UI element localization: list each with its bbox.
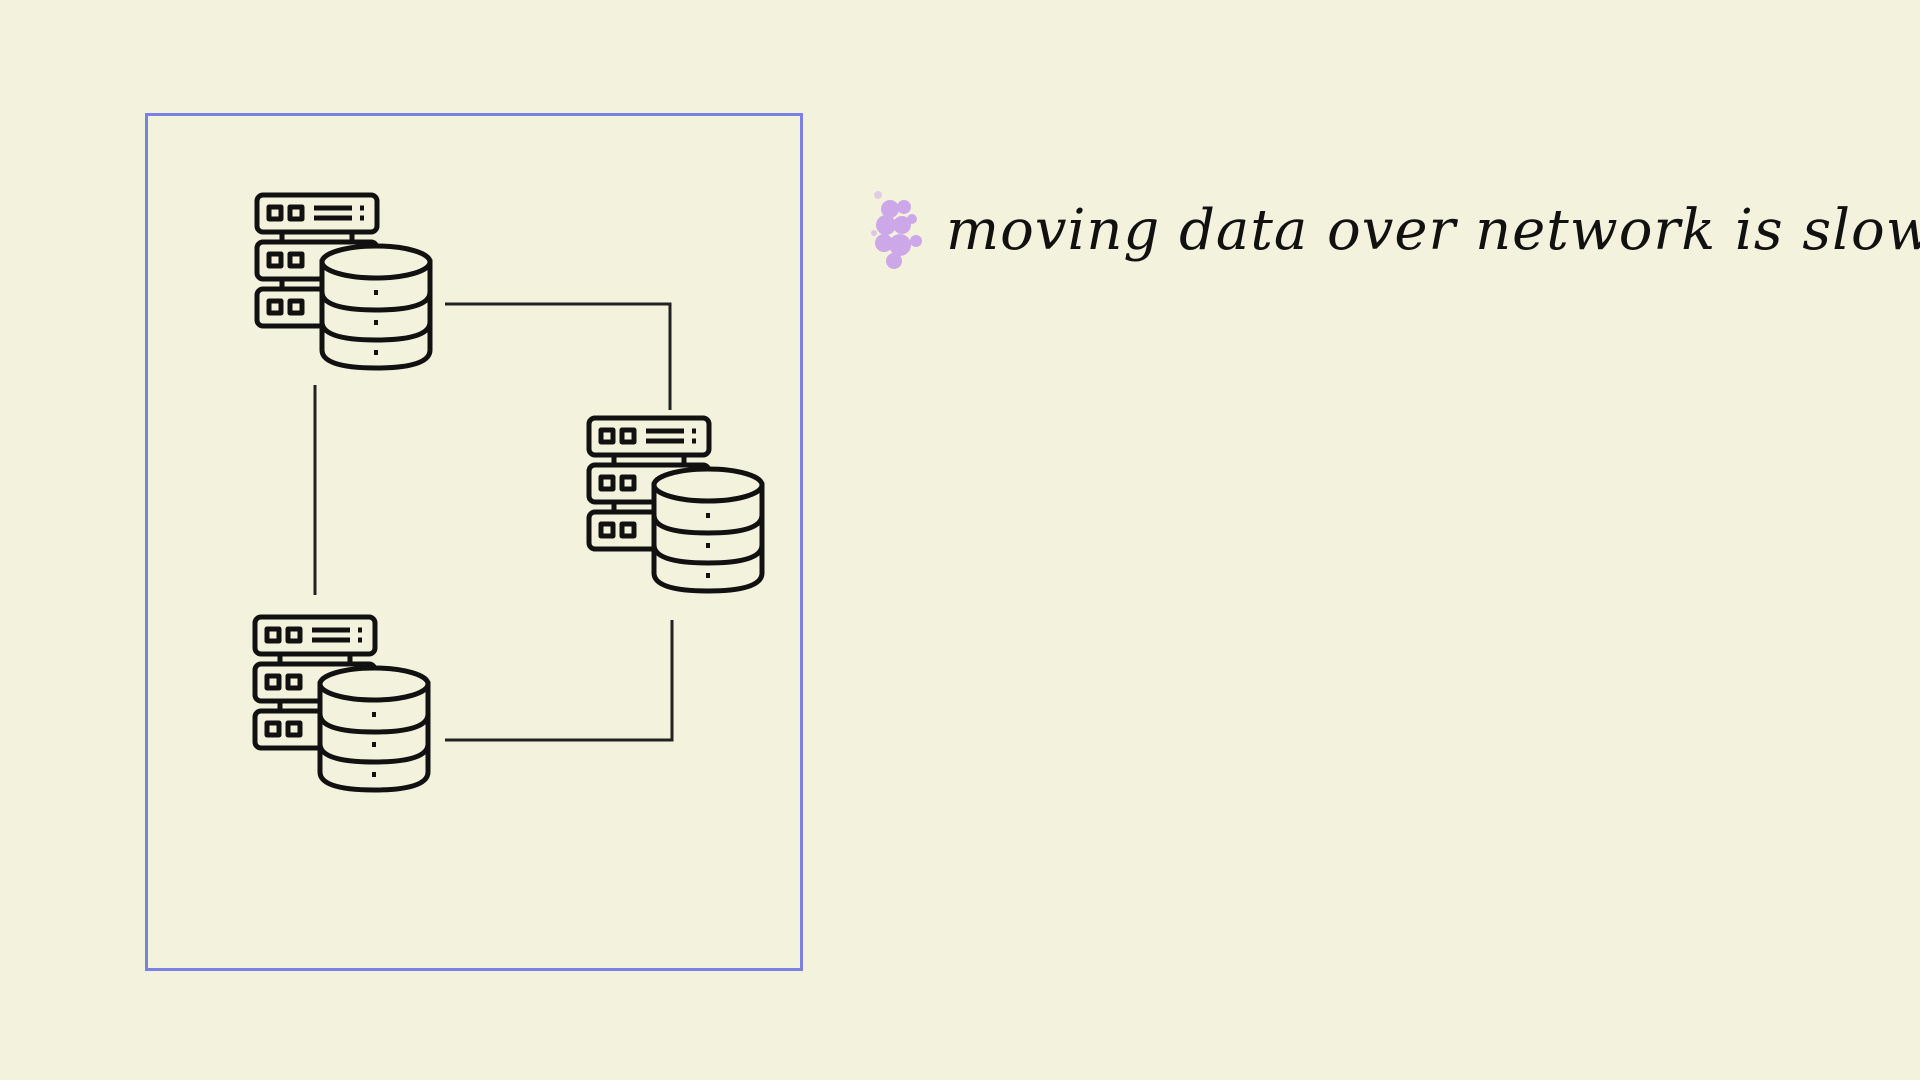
bubbles-icon: [871, 191, 922, 269]
annotation-text: moving data over network is slow: [946, 197, 1920, 263]
server-database-icon: [252, 614, 431, 793]
edge-top-left-to-right: [445, 302, 672, 410]
server-database-icon: [254, 192, 433, 371]
server-database-node-right: [584, 413, 769, 598]
server-database-icon: [586, 415, 765, 594]
server-database-node-bottom-left: [250, 612, 435, 797]
cluster-frame: [145, 113, 803, 971]
annotation: moving data over network is slow: [868, 180, 1920, 280]
edge-bottom-left-to-right: [445, 620, 674, 742]
server-database-node-top-left: [252, 190, 437, 375]
